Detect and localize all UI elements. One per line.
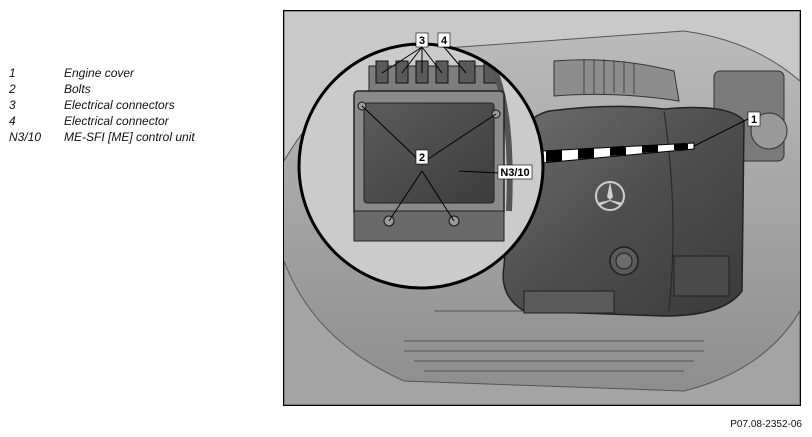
connectors-row	[368, 60, 500, 95]
legend-number: 4	[9, 114, 16, 128]
legend-number: N3/10	[9, 130, 42, 144]
svg-text:3: 3	[419, 35, 425, 47]
svg-text:1: 1	[751, 114, 757, 126]
legend-description: Engine cover	[64, 66, 135, 80]
mercedes-star-icon	[595, 181, 625, 211]
lower-right-engine-part	[673, 255, 730, 297]
callout-1: 1	[693, 111, 761, 147]
legend-description: ME-SFI [ME] control unit	[64, 130, 195, 144]
detail-pointer	[541, 142, 695, 164]
engine-bay-drawing: 1 2 3 4 N3/10	[284, 11, 800, 405]
legend-number: 2	[9, 82, 16, 96]
intake-ribs	[583, 59, 635, 95]
front-bumper	[284, 260, 800, 405]
callout-2: 2	[415, 149, 429, 165]
lower-engine-part	[523, 290, 615, 314]
legend-description: Electrical connector	[64, 114, 169, 128]
legend-number: 1	[9, 66, 16, 80]
svg-text:2: 2	[419, 152, 425, 164]
engine-bay-illustration: 1 2 3 4 N3/10	[283, 10, 801, 406]
callout-4: 4	[437, 32, 451, 48]
legend-description: Electrical connectors	[64, 98, 175, 112]
figure-id: P07.08-2352-06	[730, 419, 802, 430]
callout-3: 3	[415, 32, 429, 48]
svg-text:N3/10: N3/10	[500, 167, 529, 179]
control-unit-bracket	[353, 210, 505, 242]
engine-cover-ridge	[663, 110, 674, 312]
legend-description: Bolts	[64, 82, 91, 96]
legend-number: 3	[9, 98, 16, 112]
svg-text:4: 4	[441, 35, 448, 47]
leader-lines	[361, 46, 500, 222]
oil-filler-cap-center	[615, 252, 633, 270]
control-unit-n3-10	[363, 102, 495, 204]
callout-n3-10: N3/10	[497, 164, 533, 180]
